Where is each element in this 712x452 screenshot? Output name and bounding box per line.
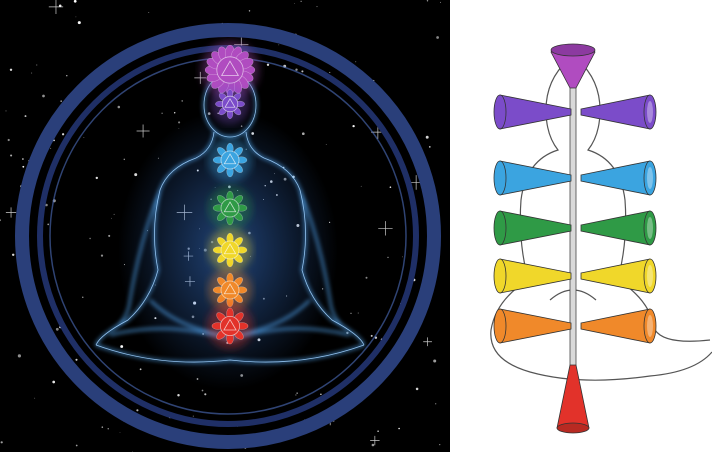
chakra-third-eye-icon [210, 84, 250, 124]
chakra-funnel-diagram [450, 0, 712, 452]
meditation-illustration [0, 0, 450, 452]
chakra-heart-icon [208, 186, 252, 230]
chakra-solar-plexus-icon [208, 228, 252, 272]
chakra-root-icon [207, 303, 253, 349]
chakra-throat-icon [208, 138, 252, 182]
funnel-svg [450, 0, 712, 452]
meditation-svg [0, 0, 450, 452]
